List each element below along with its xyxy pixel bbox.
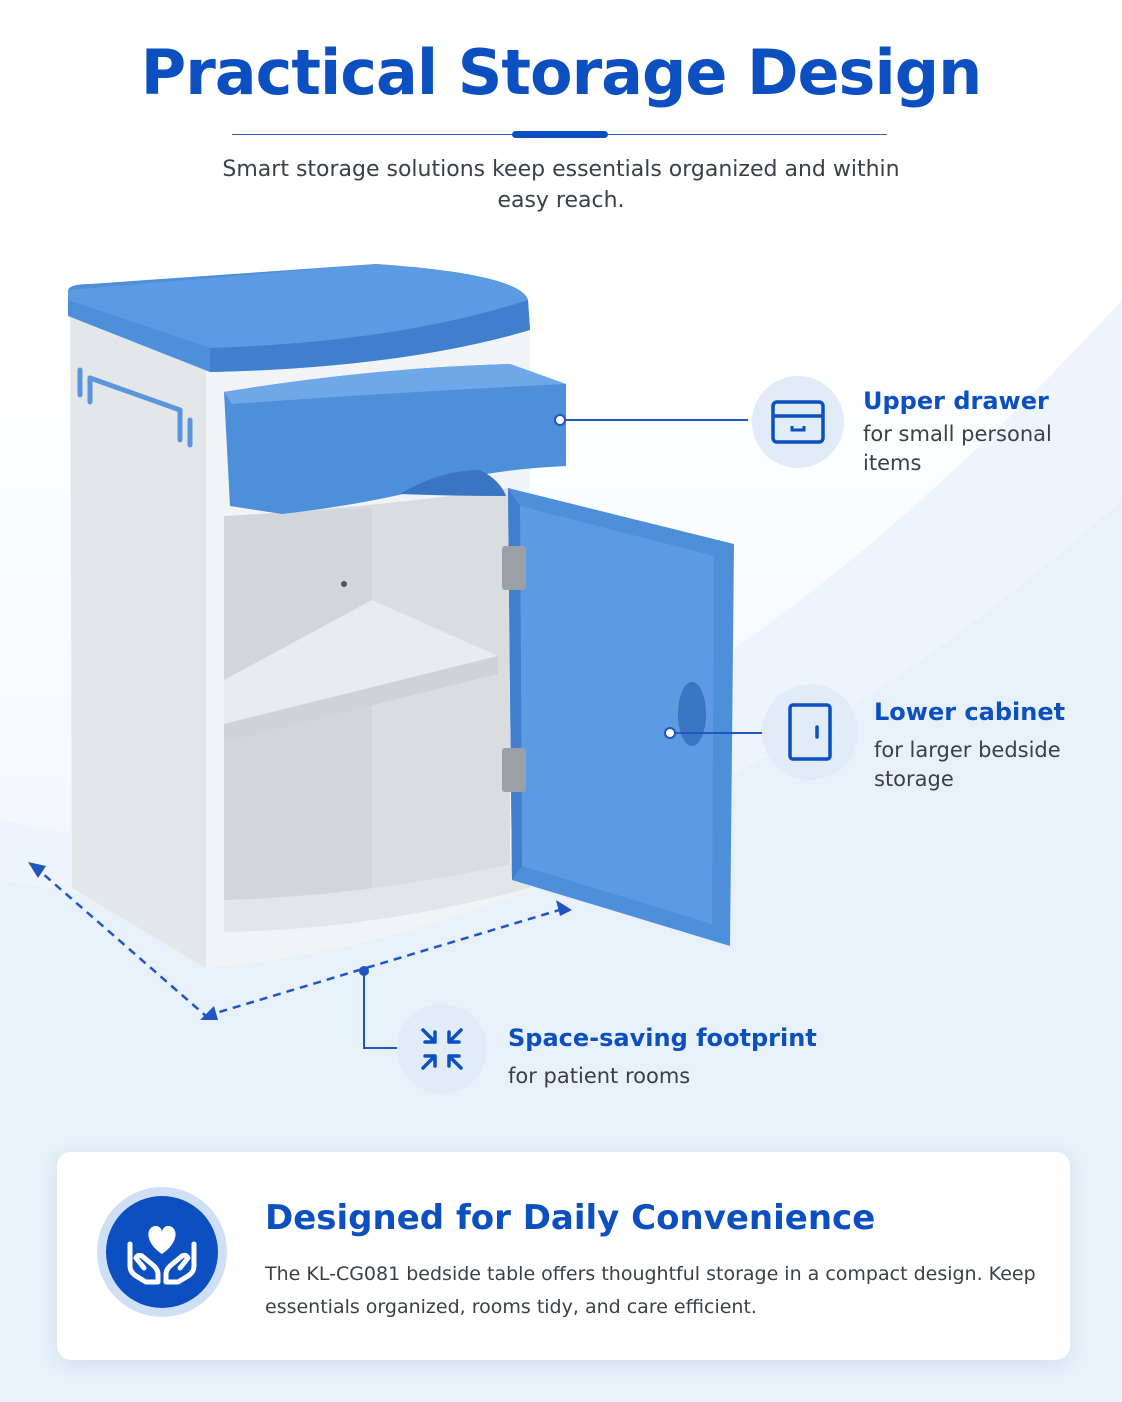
cabinet-door-icon — [788, 703, 832, 761]
dimension-lines — [33, 865, 567, 1018]
card-text: The KL-CG081 bedside table offers though… — [265, 1263, 1036, 1318]
bedside-cabinet-illustration — [28, 264, 762, 1049]
convenience-card: Designed for Daily Convenience The KL-CG… — [57, 1152, 1070, 1360]
compress-arrows-icon — [421, 1028, 463, 1070]
page-subtitle: Smart storage solutions keep essentials … — [222, 157, 900, 213]
leader-footprint — [363, 971, 398, 1049]
drawer-icon — [771, 400, 825, 444]
feature-desc-drawer: for small personal items — [863, 422, 1052, 475]
card-title: Designed for Daily Convenience — [265, 1198, 876, 1238]
feature-desc-footprint: for patient rooms — [508, 1064, 691, 1088]
heart-hands-badge — [97, 1187, 227, 1317]
feature-title-cabinet: Lower cabinet — [874, 698, 1066, 726]
title-divider-accent — [512, 131, 608, 138]
feature-desc-cabinet: for larger bedside storage — [874, 738, 1061, 791]
page-title: Practical Storage Design — [140, 36, 982, 109]
cabinet-door-icon-badge — [762, 684, 858, 780]
feature-title-footprint: Space-saving footprint — [508, 1024, 817, 1052]
heart-hands-icon — [127, 1226, 197, 1285]
compress-arrows-icon-badge — [397, 1004, 487, 1094]
drawer-icon-badge — [752, 376, 844, 468]
feature-title-drawer: Upper drawer — [863, 387, 1049, 415]
